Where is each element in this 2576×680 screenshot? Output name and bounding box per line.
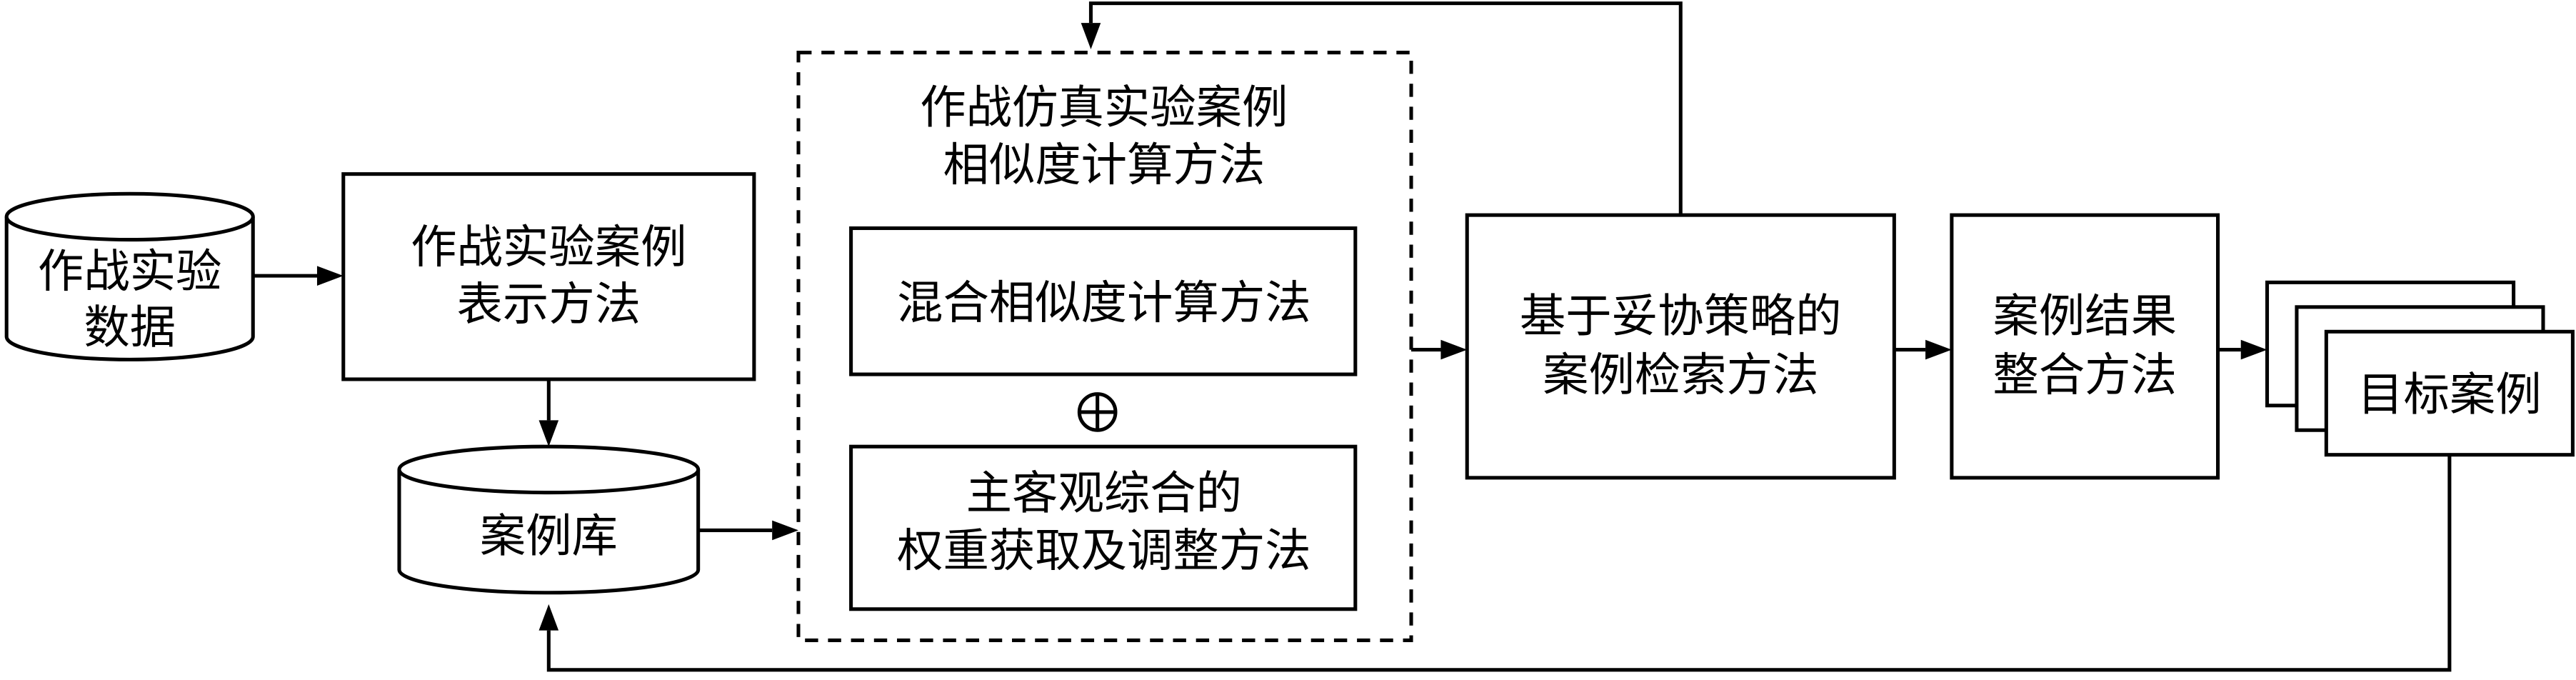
arrow-target-feedback-to-library [538, 454, 2452, 672]
target-case-stack: 目标案例 [2265, 280, 2575, 457]
result-integration-label-line1: 案例结果 [1993, 289, 2177, 343]
hybrid-similarity-label: 混合相似度计算方法 [897, 276, 1311, 330]
target-case-label: 目标案例 [2357, 369, 2542, 422]
arrow-retrieval-to-integration [1894, 339, 1952, 360]
weight-adjustment-box: 主客观综合的 权重获取及调整方法 [849, 444, 1358, 611]
case-representation-label-line2: 表示方法 [457, 278, 641, 331]
experiment-data-label-line1: 作战实验 [38, 245, 222, 299]
weight-adjustment-label-line1: 主客观综合的 [966, 467, 1242, 521]
arrow-integration-to-target [2217, 339, 2267, 360]
combine-symbol [1077, 392, 1118, 432]
experiment-data-label-line2: 数据 [84, 301, 176, 354]
case-library-cylinder: 案例库 [397, 444, 701, 595]
case-retrieval-label-line1: 基于妥协策略的 [1520, 289, 1842, 343]
case-representation-box: 作战实验案例 表示方法 [341, 172, 756, 381]
experiment-data-cylinder: 作战实验 数据 [4, 191, 255, 361]
similarity-group-title-line2: 相似度计算方法 [943, 139, 1265, 192]
case-representation-label-line1: 作战实验案例 [411, 221, 686, 274]
weight-adjustment-label-line2: 权重获取及调整方法 [897, 524, 1311, 578]
case-library-label: 案例库 [480, 509, 618, 563]
arrow-data-to-representation [253, 266, 344, 286]
similarity-group-title-line1: 作战仿真实验案例 [920, 81, 1288, 134]
hybrid-similarity-box: 混合相似度计算方法 [849, 226, 1358, 376]
result-integration-box: 案例结果 整合方法 [1950, 213, 2220, 480]
case-retrieval-box: 基于妥协策略的 案例检索方法 [1465, 213, 1896, 480]
case-retrieval-label-line2: 案例检索方法 [1543, 349, 1818, 402]
arrow-library-to-similarity [698, 520, 798, 541]
arrow-retrieval-feedback-to-similarity [1081, 1, 1683, 216]
result-integration-label-line2: 整合方法 [1993, 349, 2177, 402]
similarity-method-group: 作战仿真实验案例 相似度计算方法 混合相似度计算方法 主客观综合的 权重获取及调… [796, 51, 1413, 642]
arrow-similarity-to-retrieval [1411, 339, 1468, 360]
arrow-representation-to-library [538, 379, 559, 447]
